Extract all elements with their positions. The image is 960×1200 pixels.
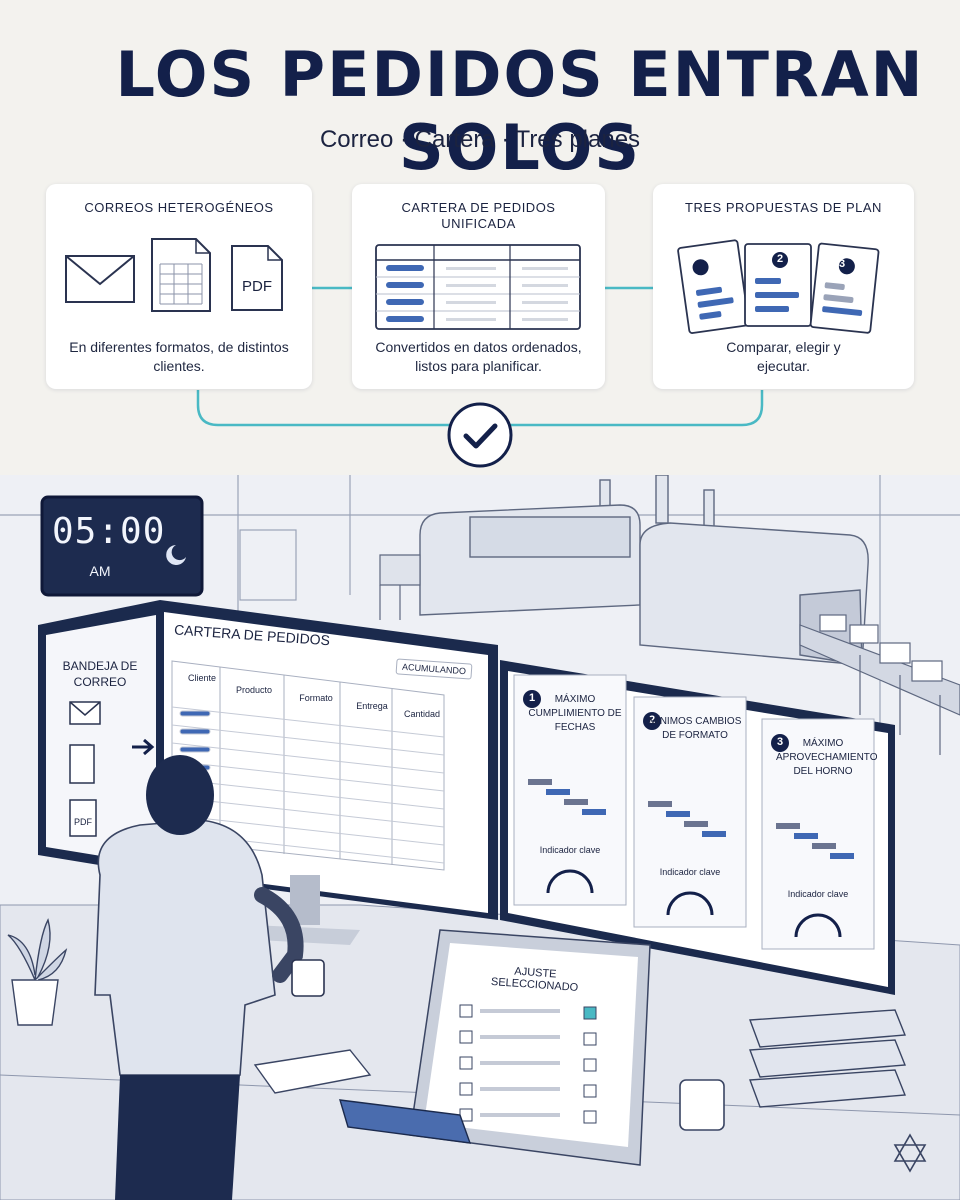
portfolio-column-0: Cliente — [187, 673, 216, 683]
tablet-row-line — [480, 1061, 560, 1065]
plan-number-badge — [643, 712, 661, 730]
plan-sheets-icon — [677, 239, 880, 334]
office-scene: 05:00 AM BANDEJA DE CORREO PDF CARTERA D… — [0, 475, 960, 1200]
card-plans-title: TRES PROPUESTAS DE PLAN — [685, 200, 882, 215]
portfolio-row-line — [171, 760, 445, 792]
plan-gantt-bar — [648, 801, 672, 807]
card-portfolio: CARTERA DE PEDIDOS UNIFICADA Convertidos… — [352, 184, 605, 389]
portfolio-client-bar — [179, 728, 211, 735]
card-emails-desc: En diferentes formatos, de distintos cli… — [69, 339, 289, 374]
plan-title-2: MÍNIMOS CAMBIOS DE FORMATO — [648, 716, 742, 741]
checkbox-icon — [583, 1110, 597, 1124]
envelope-icon — [65, 255, 135, 303]
portfolio-row-line — [171, 724, 445, 756]
tablet-row-icon — [459, 1004, 473, 1018]
tablet-row-icon — [459, 1030, 473, 1044]
inbox-title: BANDEJA DE CORREO — [62, 659, 138, 689]
portfolio-client-bar — [179, 746, 211, 753]
document-trays — [749, 1009, 907, 1108]
tablet-row-line — [480, 1009, 560, 1013]
plan-number-1: 1 — [528, 692, 536, 704]
gauge-icon — [794, 913, 842, 938]
inbox-pdf-icon — [69, 799, 97, 837]
plan-kpi-label-2: Indicador clave — [659, 867, 721, 877]
page-title: LOS PEDIDOS ENTRAN SOLOS — [115, 38, 925, 184]
portfolio-client-bar — [179, 710, 211, 717]
plan-gantt-bar — [582, 809, 606, 815]
plan-number-3: 3 — [776, 736, 784, 748]
portfolio-row-line — [171, 706, 445, 738]
plan-gantt-bar — [776, 823, 800, 829]
portfolio-row-line — [171, 796, 445, 828]
plan-sheet-number-2: 2 — [776, 253, 784, 265]
plan-gantt-bar — [528, 779, 552, 785]
card-portfolio-desc: Convertidos en datos ordenados, listos p… — [375, 339, 582, 374]
pdf-icon — [231, 245, 283, 311]
check-icon — [447, 402, 513, 468]
tablet-row-line — [480, 1087, 560, 1091]
plan-gantt-bar — [546, 789, 570, 795]
checkbox-icon — [583, 1084, 597, 1098]
card-emails: CORREOS HETEROGÉNEOS PDF En diferentes f… — [46, 184, 312, 389]
plan-title-1: MÁXIMO CUMPLIMIENTO DE FECHAS — [528, 694, 622, 733]
tablet-row-line — [480, 1035, 560, 1039]
portfolio-row-line — [171, 814, 445, 846]
checkbox-icon — [583, 1058, 597, 1072]
clock-display — [40, 495, 204, 597]
brand-logo-icon — [893, 1133, 927, 1173]
portfolio-column-4: Cantidad — [403, 709, 441, 719]
card-portfolio-title: CARTERA DE PEDIDOS UNIFICADA — [401, 200, 556, 231]
page-subtitle: Correo · Cartera · Tres planes — [319, 126, 641, 153]
pdf-label: PDF — [242, 278, 272, 295]
clock-time: 05:00 — [52, 511, 166, 552]
plan-number-badge — [771, 734, 789, 752]
plan-gantt-bar — [702, 831, 726, 837]
arrow-right-icon — [132, 738, 155, 756]
plan-title-3: MÁXIMO APROVECHAMIENTO DEL HORNO — [776, 738, 878, 777]
keyboard-icon — [253, 1049, 372, 1094]
plan-kpi-label-1: Indicador clave — [539, 845, 601, 855]
checkbox-checked-icon — [583, 1006, 597, 1020]
person-illustration — [94, 755, 325, 1200]
tablet-row-icon — [459, 1082, 473, 1096]
plan-kpi-label-3: Indicador clave — [787, 889, 849, 899]
plan-gantt-bar — [830, 853, 854, 859]
portfolio-column-2: Formato — [299, 693, 333, 703]
plan-gantt-bar — [812, 843, 836, 849]
gauge-icon — [546, 869, 594, 894]
portfolio-row-line — [171, 778, 445, 810]
plan-sheet-number-1: 1 — [710, 251, 718, 263]
inbox-envelope-icon — [69, 701, 101, 725]
checkbox-icon — [583, 1032, 597, 1046]
gauge-icon — [666, 891, 714, 916]
plan-number-2: 2 — [648, 714, 656, 726]
card-plans-desc: Comparar, elegir y ejecutar. — [726, 339, 841, 374]
moon-icon — [166, 545, 186, 565]
table-icon — [375, 244, 581, 330]
coffee-mug-icon — [291, 959, 325, 997]
plan-gantt-bar — [564, 799, 588, 805]
tablet-row-line — [480, 1113, 560, 1117]
clock-period: AM — [89, 563, 111, 579]
spreadsheet-icon — [151, 238, 211, 312]
notebook-icon — [339, 1099, 472, 1144]
portfolio-column-1: Producto — [235, 685, 273, 695]
tablet-row-icon — [459, 1056, 473, 1070]
card-emails-title: CORREOS HETEROGÉNEOS — [84, 200, 274, 215]
plan-number-badge — [523, 690, 541, 708]
inbox-spreadsheet-icon — [69, 744, 95, 784]
plan-sheet-number-3: 3 — [838, 258, 846, 270]
portfolio-column-3: Entrega — [356, 701, 388, 711]
coffee-cup-icon — [679, 1079, 725, 1131]
inbox-pdf-label: PDF — [74, 817, 92, 827]
plan-gantt-bar — [666, 811, 690, 817]
plan-gantt-bar — [794, 833, 818, 839]
plan-gantt-bar — [684, 821, 708, 827]
plant-icon — [7, 918, 68, 1026]
card-plans: TRES PROPUESTAS DE PLAN 1 2 3 Comparar, … — [653, 184, 914, 389]
portfolio-row-line — [171, 742, 445, 774]
